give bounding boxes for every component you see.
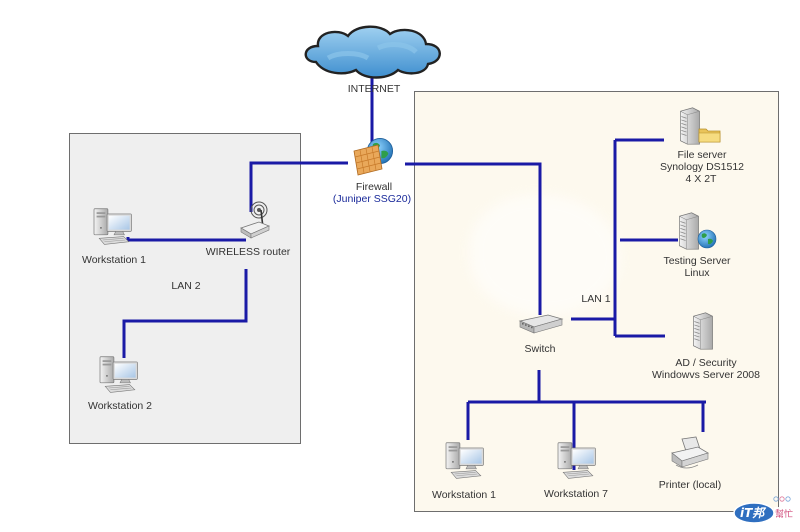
- file-server-label-line2: Synology DS1512: [659, 161, 745, 173]
- lan2-zone: [69, 133, 301, 444]
- link-router-ws2: [122, 269, 248, 358]
- ithome-logo-icon: iT邦 幫忙: [732, 493, 796, 525]
- lan1-zone: [414, 91, 779, 512]
- lan2-workstation-1-label: Workstation 1: [82, 254, 146, 266]
- printer-icon[interactable]: [668, 435, 712, 473]
- watermark-sub-text: 幫忙: [775, 510, 794, 520]
- ad-server-label-line1: AD / Security: [675, 357, 737, 369]
- lan1-workstation-1-label: Workstation 1: [432, 489, 496, 501]
- background-cloud-watermark: [470, 195, 620, 315]
- link-firewall-router: [249, 161, 348, 212]
- workstation-icon[interactable]: [92, 207, 136, 247]
- firewall-globe-icon[interactable]: [348, 137, 398, 179]
- lan2-label: LAN 2: [171, 280, 201, 292]
- workstation-icon[interactable]: [556, 441, 600, 481]
- file-server-label-line3: 4 X 2T: [685, 173, 717, 185]
- internet-label: INTERNET: [347, 83, 401, 95]
- switch-label: Switch: [524, 343, 556, 355]
- switch-icon[interactable]: [518, 311, 564, 335]
- router-label: WIRELESS router: [205, 246, 291, 258]
- globe-icon: [697, 229, 717, 249]
- folder-icon: [698, 128, 721, 143]
- firewall-model-label: (Juniper SSG20): [332, 193, 412, 205]
- lan1-label: LAN 1: [581, 293, 611, 305]
- lan2-workstation-2-label: Workstation 2: [88, 400, 152, 412]
- lan1-workstation-7-label: Workstation 7: [544, 488, 608, 500]
- testing-server-label-line1: Testing Server: [663, 255, 731, 267]
- cloud-icon: [304, 25, 441, 79]
- link-firewall-switch: [405, 162, 542, 315]
- printer-label: Printer (local): [658, 479, 722, 491]
- firewall-label: Firewall: [355, 181, 393, 193]
- workstation-icon[interactable]: [444, 441, 488, 481]
- link-router-ws1: [126, 237, 246, 242]
- wireless-router-icon[interactable]: [239, 200, 273, 240]
- testing-server-label-line2: Linux: [684, 267, 710, 279]
- ad-server-label-line2: Windowvs Server 2008: [652, 369, 760, 381]
- watermark-main-text: iT邦: [740, 506, 765, 520]
- file-server-label-line1: File server: [677, 149, 727, 161]
- server-tower-icon[interactable]: [690, 310, 716, 352]
- workstation-icon[interactable]: [98, 355, 142, 395]
